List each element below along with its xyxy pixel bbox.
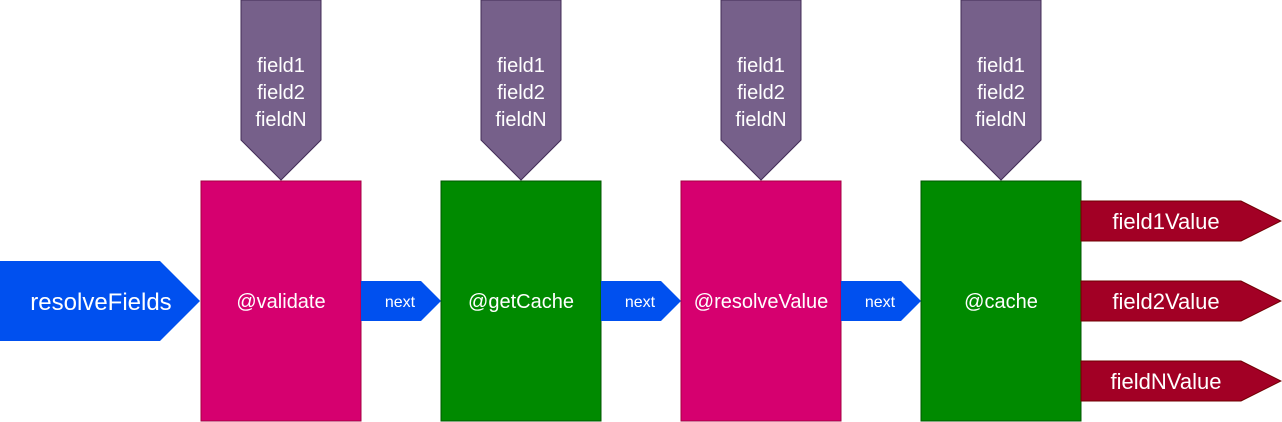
- stage-label: @getCache: [468, 291, 574, 313]
- output-label: field2Value: [1112, 289, 1219, 314]
- fields-banner: [240, 0, 322, 181]
- fields-banner: [720, 0, 802, 181]
- next-arrow: [361, 281, 441, 321]
- stage-label: @validate: [236, 291, 325, 313]
- field-label: fieldN: [735, 109, 786, 131]
- field-label: fieldN: [495, 109, 546, 131]
- field-label: field2: [977, 82, 1025, 104]
- field-label: field2: [737, 82, 785, 104]
- stage-label: @cache: [964, 291, 1038, 313]
- field-label: field1: [257, 55, 305, 77]
- stage-box: [440, 180, 602, 422]
- stage-box: [200, 180, 362, 422]
- stage-cache: field1 field2 fieldN @cache: [920, 0, 1082, 422]
- next-label: next: [385, 294, 416, 311]
- field-label: field2: [497, 82, 545, 104]
- output-fieldnvalue: fieldNValue: [1080, 360, 1282, 402]
- input-arrow: resolveFields: [0, 261, 200, 341]
- output-label: field1Value: [1112, 209, 1219, 234]
- field-label: field1: [497, 55, 545, 77]
- output-arrow: [1080, 200, 1282, 242]
- stage-validate: field1 field2 fieldN @validate: [200, 0, 362, 422]
- input-arrow-shape: [0, 261, 200, 341]
- fields-banner: [480, 0, 562, 181]
- connector-next: next: [841, 281, 921, 321]
- field-label: field2: [257, 82, 305, 104]
- output-field1value: field1Value: [1080, 200, 1282, 242]
- field-label: field1: [737, 55, 785, 77]
- field-label: field1: [977, 55, 1025, 77]
- field-label: fieldN: [975, 109, 1026, 131]
- next-label: next: [865, 294, 896, 311]
- connector-next: next: [361, 281, 441, 321]
- field-label: fieldN: [255, 109, 306, 131]
- output-arrow: [1080, 360, 1282, 402]
- next-label: next: [625, 294, 656, 311]
- output-arrow: [1080, 280, 1282, 322]
- output-field2value: field2Value: [1080, 280, 1282, 322]
- connector-next: next: [601, 281, 681, 321]
- stage-box: [680, 180, 842, 422]
- output-label: fieldNValue: [1111, 369, 1222, 394]
- input-arrow-label: resolveFields: [30, 289, 171, 316]
- stage-box: [920, 180, 1082, 422]
- fields-banner: [960, 0, 1042, 181]
- stage-resolvevalue: field1 field2 fieldN @resolveValue: [680, 0, 842, 422]
- stage-label: @resolveValue: [694, 291, 828, 313]
- stage-getcache: field1 field2 fieldN @getCache: [440, 0, 602, 422]
- next-arrow: [601, 281, 681, 321]
- next-arrow: [841, 281, 921, 321]
